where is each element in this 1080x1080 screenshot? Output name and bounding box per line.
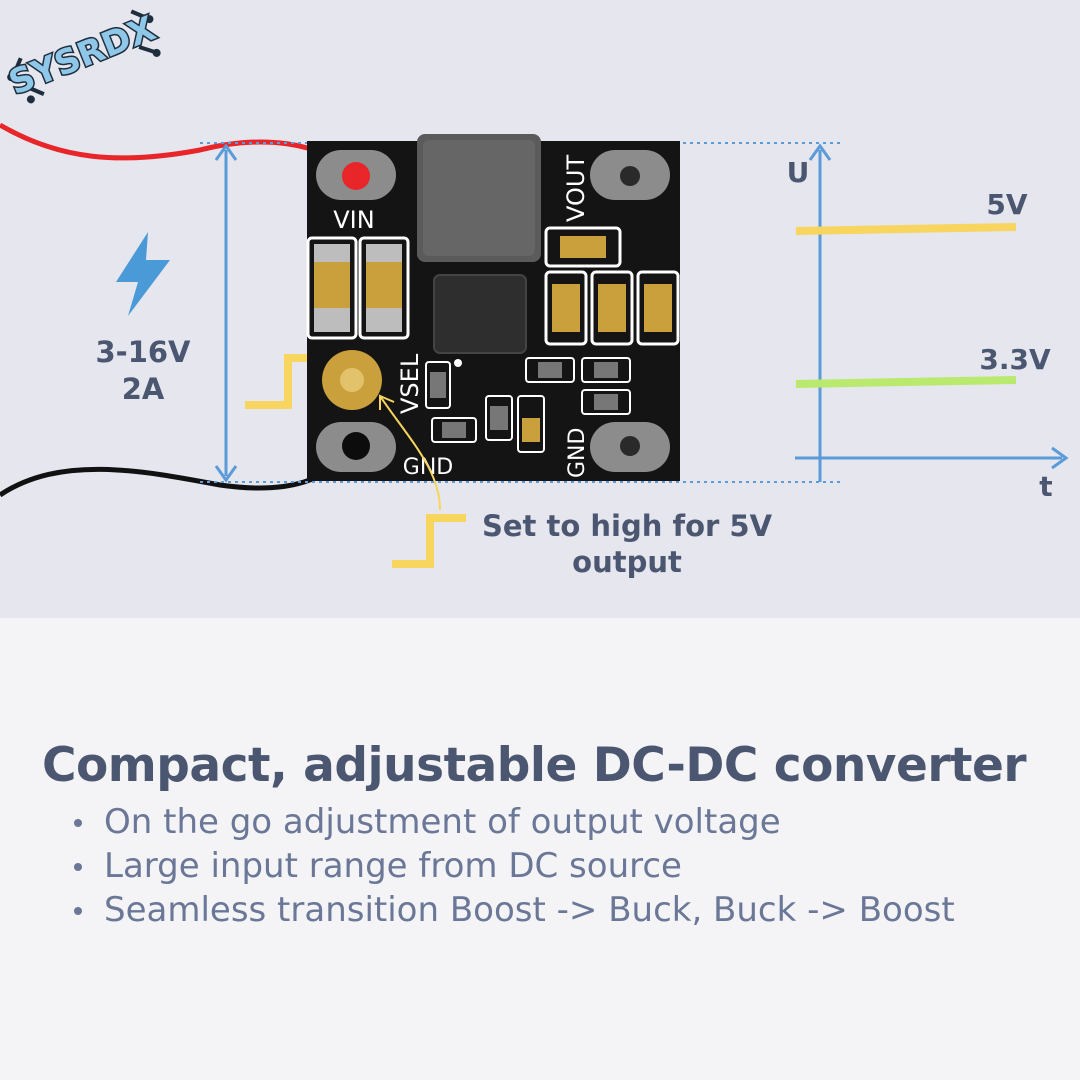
level-5v-label: 5V xyxy=(986,188,1027,221)
gnd-right-label: GND xyxy=(565,428,590,478)
input-voltage-label: 3-16V xyxy=(95,335,191,369)
logo-icon: SYSRDX xyxy=(2,7,163,105)
vsel-label: VSEL xyxy=(396,353,424,414)
voltage-graph: U t 5V 3.3V xyxy=(787,143,1069,503)
vsel-step-signal xyxy=(392,514,466,568)
input-range-arrow xyxy=(214,143,238,483)
level-3v3-label: 3.3V xyxy=(979,343,1051,376)
lightning-bolt-icon xyxy=(116,232,170,316)
y-axis-label: U xyxy=(787,156,810,189)
vin-label: VIN xyxy=(333,206,374,234)
text-panel xyxy=(0,618,1080,1080)
converter-diagram: SYSRDX 3-16V 2A xyxy=(0,7,1069,579)
vin-wire xyxy=(0,122,357,177)
vsel-callout-arrow xyxy=(379,395,441,511)
input-current-label: 2A xyxy=(122,372,165,406)
logo-text: SYSRDX xyxy=(3,8,161,103)
feature-item: Seamless transition Boost -> Buck, Buck … xyxy=(74,890,955,930)
feature-list: On the go adjustment of output voltage L… xyxy=(74,800,955,932)
gnd-wire xyxy=(0,443,358,498)
level-5v-line xyxy=(795,223,1017,235)
input-step-signal xyxy=(245,354,318,409)
callout-line-2: output xyxy=(572,545,682,579)
level-3v3-line xyxy=(795,376,1017,388)
feature-item: On the go adjustment of output voltage xyxy=(74,800,955,844)
feature-item: Large input range from DC source xyxy=(74,844,955,888)
headline: Compact, adjustable DC-DC converter xyxy=(42,738,1027,793)
pcb-board: VIN VOUT VSEL GND GND xyxy=(306,134,680,481)
x-axis-label: t xyxy=(1039,470,1052,503)
vout-label: VOUT xyxy=(562,155,590,222)
callout-line-1: Set to high for 5V xyxy=(482,509,773,543)
